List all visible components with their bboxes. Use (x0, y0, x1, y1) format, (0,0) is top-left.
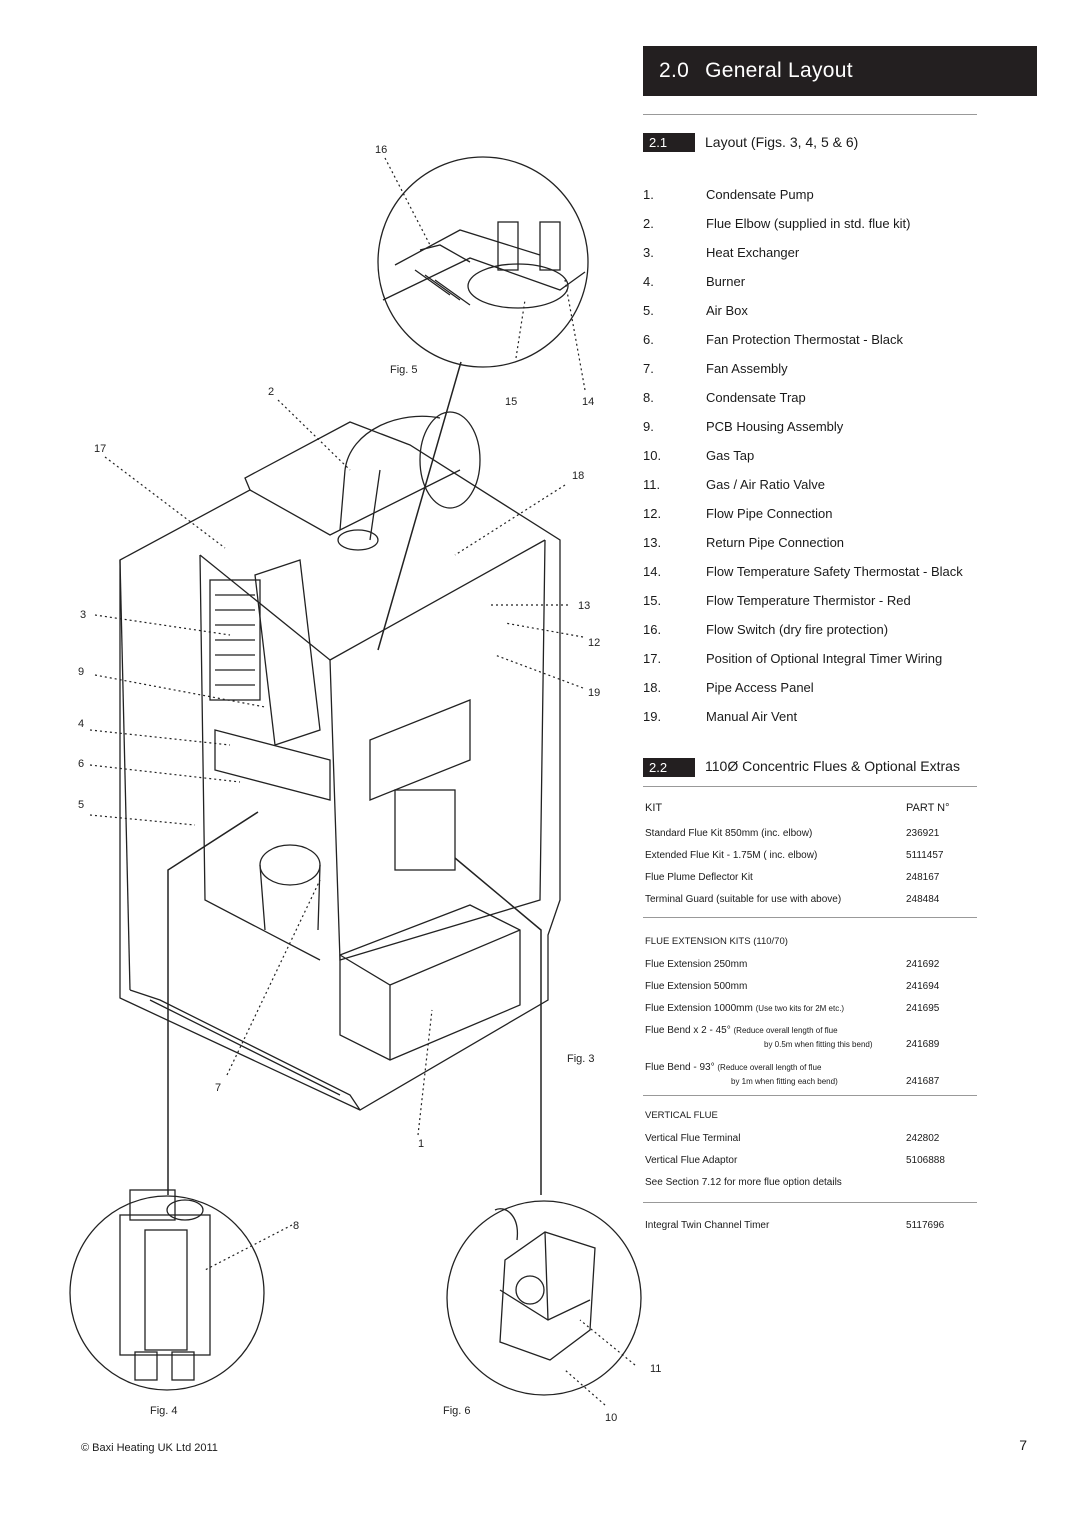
kit-row: Flue Bend x 2 - 45° (Reduce overall leng… (645, 1025, 838, 1036)
flue-extension-heading: FLUE EXTENSION KITS (110/70) (645, 936, 788, 947)
divider (643, 917, 977, 918)
item-number: 16. (643, 622, 662, 637)
fig6-detail-circle (446, 1200, 642, 1396)
subsection-title: Layout (Figs. 3, 4, 5 & 6) (705, 134, 859, 150)
item-label: Flow Switch (dry fire protection) (706, 622, 889, 637)
subsection-title: 110Ø Concentric Flues & Optional Extras (705, 758, 960, 774)
item-label: Flue Elbow (supplied in std. flue kit) (706, 216, 911, 231)
item-label: Gas / Air Ratio Valve (706, 477, 825, 492)
item-number: 14. (643, 564, 662, 579)
item-label: Flow Temperature Safety Thermostat - Bla… (706, 564, 963, 579)
item-number: 15. (643, 593, 662, 608)
item-number: 2. (643, 216, 654, 231)
section-header: 2.0 General Layout (643, 46, 1037, 96)
fig4-detail-circle (69, 1195, 265, 1391)
kit-row-note: by 0.5m when fitting this bend)241689 (764, 1039, 940, 1050)
callout-8: 8 (293, 1220, 299, 1232)
item-label: Air Box (706, 303, 748, 318)
callout-10: 10 (605, 1412, 617, 1424)
see-note: See Section 7.12 for more flue option de… (645, 1177, 842, 1188)
item-number: 12. (643, 506, 662, 521)
callout-15: 15 (505, 396, 517, 408)
item-number: 11. (643, 477, 661, 492)
item-label: Gas Tap (706, 448, 755, 463)
callout-18: 18 (572, 470, 584, 482)
kit-row: Flue Bend - 93° (Reduce overall length o… (645, 1062, 822, 1073)
subsection-tag: 2.2 (643, 758, 695, 777)
item-number: 9. (643, 419, 654, 434)
item-number: 3. (643, 245, 654, 260)
item-label: Condensate Pump (706, 187, 814, 202)
item-label: Burner (706, 274, 746, 289)
item-number: 10. (643, 448, 662, 463)
callout-16: 16 (375, 144, 387, 156)
item-label: Pipe Access Panel (706, 680, 814, 695)
callout-3: 3 (80, 609, 86, 621)
callout-5: 5 (78, 799, 84, 811)
item-label: Fan Assembly (706, 361, 788, 376)
callout-9: 9 (78, 666, 84, 678)
section-number: 2.0 (659, 59, 690, 82)
item-number: 5. (643, 303, 654, 318)
item-label: Fan Protection Thermostat - Black (706, 332, 904, 347)
subsection-tag: 2.1 (643, 133, 695, 152)
item-label: Position of Optional Integral Timer Wiri… (706, 651, 943, 666)
callout-2: 2 (268, 386, 274, 398)
fig6-label: Fig. 6 (443, 1405, 471, 1417)
fig4-label: Fig. 4 (150, 1405, 178, 1417)
callout-6: 6 (78, 758, 84, 770)
callout-7: 7 (215, 1082, 221, 1094)
item-number: 7. (643, 361, 654, 376)
kit-column-header: KIT (645, 802, 663, 814)
item-number: 18. (643, 680, 662, 695)
divider (643, 1095, 977, 1096)
item-label: Return Pipe Connection (706, 535, 845, 550)
divider (643, 114, 977, 115)
callout-4: 4 (78, 718, 84, 730)
kit-row: Extended Flue Kit - 1.75M ( inc. elbow)5… (645, 850, 944, 861)
callout-17: 17 (94, 443, 106, 455)
callout-1: 1 (418, 1138, 424, 1150)
kit-row-note: by 1m when fitting each bend)241687 (731, 1076, 940, 1087)
callout-13: 13 (578, 600, 590, 612)
item-label: Manual Air Vent (706, 709, 798, 724)
page-number: 7 (1019, 1437, 1027, 1453)
callout-12: 12 (588, 637, 600, 649)
item-number: 6. (643, 332, 654, 347)
item-label: Flow Pipe Connection (706, 506, 833, 521)
fig5-label: Fig. 5 (390, 364, 418, 376)
item-number: 13. (643, 535, 662, 550)
fig5-detail-circle (377, 156, 589, 368)
callout-11: 11 (650, 1363, 661, 1375)
section-title: General Layout (705, 59, 853, 82)
item-number: 1. (643, 187, 654, 202)
item-label: Condensate Trap (706, 390, 806, 405)
item-label: Heat Exchanger (706, 245, 800, 260)
copyright: © Baxi Heating UK Ltd 2011 (81, 1442, 218, 1454)
divider (643, 1202, 977, 1203)
divider (643, 786, 977, 787)
fig3-label: Fig. 3 (567, 1053, 595, 1065)
item-number: 19. (643, 709, 662, 724)
callout-14: 14 (582, 396, 594, 408)
kit-row: Terminal Guard (suitable for use with ab… (645, 894, 940, 905)
vertical-flue-heading: VERTICAL FLUE (645, 1110, 718, 1121)
item-label: Flow Temperature Thermistor - Red (706, 593, 911, 608)
kit-row: Flue Extension 1000mm (Use two kits for … (645, 1003, 940, 1014)
item-number: 8. (643, 390, 654, 405)
kit-row: Standard Flue Kit 850mm (inc. elbow)2369… (645, 828, 940, 839)
item-label: PCB Housing Assembly (706, 419, 844, 434)
callout-19: 19 (588, 687, 600, 699)
item-number: 4. (643, 274, 654, 289)
part-column-header: PART N° (906, 802, 950, 814)
item-number: 17. (643, 651, 662, 666)
